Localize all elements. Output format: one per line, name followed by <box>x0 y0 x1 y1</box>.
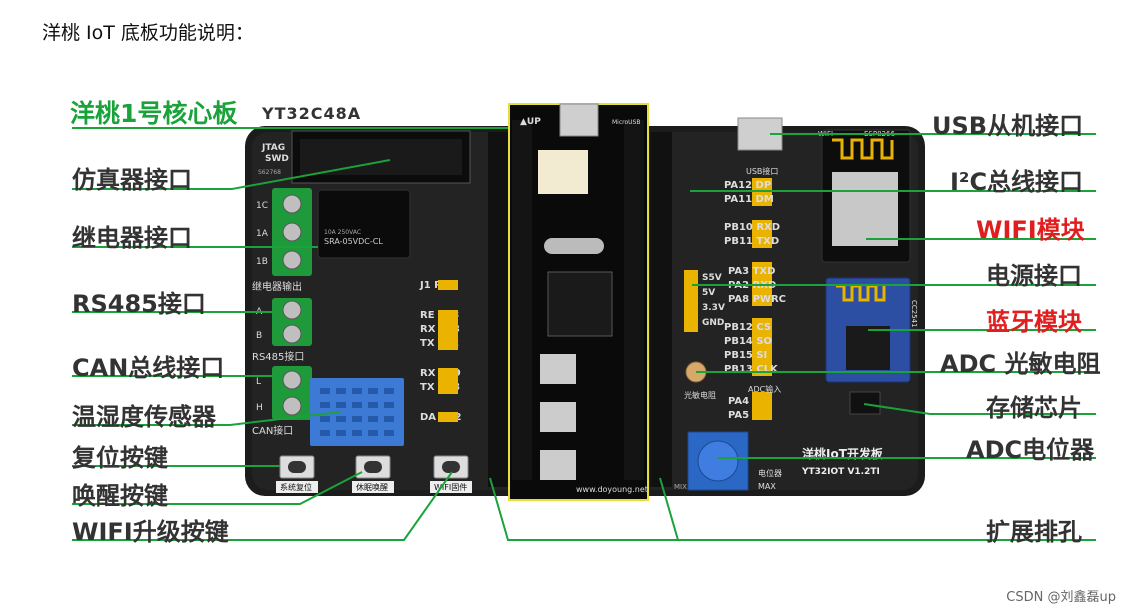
wifi-firmware-button[interactable] <box>433 455 469 479</box>
label-power-port: 电源接口 <box>986 262 1082 290</box>
pot-max-label: MAX <box>758 482 776 491</box>
svg-text:PB15 SI: PB15 SI <box>724 350 767 361</box>
dht11-sensor <box>310 378 404 446</box>
label-can-port: CAN总线接口 <box>72 354 225 382</box>
potentiometer <box>687 431 749 491</box>
jtag-label: JTAG <box>261 143 285 153</box>
board-version: YT32IOT V1.2TI <box>801 467 880 477</box>
svg-text:B: B <box>256 331 262 341</box>
power-header <box>684 270 698 332</box>
relay-terminal <box>272 188 312 276</box>
reset-button-label: 系统复位 <box>280 482 312 492</box>
svg-text:S5V: S5V <box>702 273 722 283</box>
left-jumpers <box>438 280 458 422</box>
cc-tag: CC2541 <box>910 300 918 328</box>
label-reset-button: 复位按键 <box>72 444 168 472</box>
svg-text:PB12 CS: PB12 CS <box>724 322 771 333</box>
usb-port-label: USB接口 <box>746 166 778 176</box>
svg-text:1A: 1A <box>256 229 269 239</box>
label-extension-headers: 扩展排孔 <box>986 518 1082 546</box>
power-pin-labels: S5V 5V 3.3V GND <box>702 273 725 328</box>
core-url: www.doyoung.net <box>576 485 648 494</box>
wake-button-label: 休眠唤醒 <box>356 482 388 492</box>
label-usb-slave: USB从机接口 <box>932 112 1084 140</box>
label-wifi-module: WIFI模块 <box>976 216 1085 244</box>
adc-in-label: ADC输入 <box>748 384 781 394</box>
pot-mix-label: MIX <box>674 483 687 491</box>
svg-text:PA11 DM: PA11 DM <box>724 194 774 205</box>
label-bluetooth-module: 蓝牙模块 <box>986 308 1082 336</box>
label-debugger-port: 仿真器接口 <box>72 166 192 194</box>
swd-label: SWD <box>265 154 289 164</box>
svg-text:L: L <box>256 377 261 387</box>
svg-text:H: H <box>256 403 263 413</box>
rs485-port-label: RS485接口 <box>252 350 304 363</box>
extension-header-right <box>650 132 672 487</box>
label-wake-button: 唤醒按键 <box>72 482 168 510</box>
watermark: CSDN @刘鑫磊up <box>1006 590 1116 605</box>
svg-text:PB10 RXD: PB10 RXD <box>724 222 780 233</box>
page-title: 洋桃 IoT 底板功能说明： <box>42 22 254 44</box>
svg-text:PB11 TXD: PB11 TXD <box>724 236 779 247</box>
right-jumpers <box>752 178 772 420</box>
can-port-label: CAN接口 <box>252 424 293 437</box>
core-board-label: 洋桃1号核心板 <box>70 99 238 128</box>
svg-text:PA5: PA5 <box>728 410 749 421</box>
core-board <box>508 103 649 501</box>
label-memory-chip: 存储芯片 <box>986 394 1082 422</box>
label-i2c-bus: I²C总线接口 <box>950 168 1084 196</box>
core-microusb-label: MicroUSB <box>612 119 640 126</box>
svg-text:3.3V: 3.3V <box>702 303 725 313</box>
relay-part: SRA-05VDC-CL <box>324 237 383 246</box>
relay-rating: 10A 250VAC <box>324 229 361 236</box>
wifi-module <box>821 129 911 263</box>
core-up-label: ▲UP <box>520 117 541 127</box>
svg-text:PA3 TXD: PA3 TXD <box>728 266 775 277</box>
wake-button[interactable] <box>355 455 391 479</box>
svg-text:1C: 1C <box>256 201 268 211</box>
memory-chip <box>849 391 881 415</box>
pot-label: 电位器 <box>758 468 782 478</box>
label-wifi-upgrade-button: WIFI升级按键 <box>72 518 229 546</box>
label-temp-humidity-sensor: 温湿度传感器 <box>72 403 216 431</box>
svg-text:5V: 5V <box>702 288 715 298</box>
wifi-button-label: WIFI固件 <box>434 482 467 492</box>
core-board-model: YT32C48A <box>262 104 362 123</box>
svg-text:PA12 DP: PA12 DP <box>724 180 771 191</box>
svg-text:1B: 1B <box>256 257 268 267</box>
label-adc-photoresistor: ADC 光敏电阻 <box>940 350 1101 378</box>
photo-label: 光敏电阻 <box>684 390 716 400</box>
svg-text:PB13 CLK: PB13 CLK <box>724 364 779 375</box>
relay <box>317 189 411 259</box>
svg-text:PB14 SO: PB14 SO <box>724 336 772 347</box>
svg-text:J1 PA6: J1 PA6 <box>419 280 455 291</box>
label-adc-potentiometer: ADC电位器 <box>966 436 1095 464</box>
jtag-code: S62768 <box>258 169 281 176</box>
svg-text:GND: GND <box>702 318 724 328</box>
svg-text:PA8 PWRC: PA8 PWRC <box>728 294 786 305</box>
rs485-terminal <box>272 298 312 346</box>
label-relay-port: 继电器接口 <box>72 224 192 252</box>
reset-button[interactable] <box>279 455 315 479</box>
extension-header-left <box>488 132 510 487</box>
leader-lines <box>72 127 1096 541</box>
can-terminal <box>272 366 312 420</box>
jtag-connector <box>291 130 471 184</box>
label-rs485-port: RS485接口 <box>72 290 206 318</box>
relay-out-label: 继电器输出 <box>252 280 302 293</box>
svg-text:PA4: PA4 <box>728 396 749 407</box>
